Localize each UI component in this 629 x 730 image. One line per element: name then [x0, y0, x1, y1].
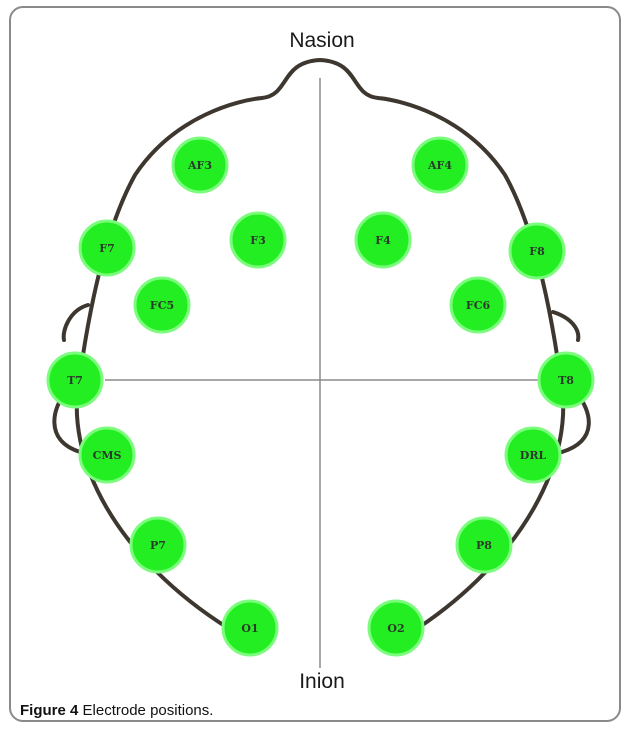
svg-text:DRL: DRL [520, 449, 547, 462]
electrode-p8: P8 [457, 518, 511, 572]
svg-text:P8: P8 [476, 539, 492, 552]
svg-text:P7: P7 [150, 539, 166, 552]
svg-text:F3: F3 [250, 234, 265, 247]
figure-number: Figure 4 [20, 702, 78, 719]
svg-text:AF3: AF3 [187, 159, 212, 172]
svg-text:O2: O2 [387, 622, 404, 635]
electrode-fc6: FC6 [451, 278, 505, 332]
figure-caption: Figure 4 Electrode positions. [20, 702, 213, 719]
svg-text:T7: T7 [67, 374, 83, 387]
nasion-label: Nasion [289, 29, 354, 52]
electrode-t7: T7 [48, 353, 102, 407]
electrode-f3: F3 [231, 213, 285, 267]
electrode-drl: DRL [506, 428, 560, 482]
electrode-af3: AF3 [173, 138, 227, 192]
svg-text:O1: O1 [241, 622, 258, 635]
electrode-diagram: Nasion Inion AF3 AF4 F7 F3 F4 F8 FC5 [0, 0, 629, 700]
electrode-p7: P7 [131, 518, 185, 572]
electrode-o1: O1 [223, 601, 277, 655]
caption-text: Electrode positions. [83, 702, 214, 719]
electrode-f7: F7 [80, 221, 134, 275]
electrode-cms: CMS [80, 428, 134, 482]
svg-text:FC6: FC6 [466, 299, 491, 312]
inion-label: Inion [299, 670, 345, 693]
svg-text:F4: F4 [375, 234, 391, 247]
electrode-af4: AF4 [413, 138, 467, 192]
svg-text:F7: F7 [99, 242, 114, 255]
svg-text:F8: F8 [529, 245, 545, 258]
electrode-o2: O2 [369, 601, 423, 655]
svg-text:FC5: FC5 [150, 299, 174, 312]
electrode-f4: F4 [356, 213, 410, 267]
svg-text:CMS: CMS [93, 449, 122, 462]
electrode-f8: F8 [510, 224, 564, 278]
svg-text:T8: T8 [558, 374, 574, 387]
svg-text:AF4: AF4 [427, 159, 452, 172]
electrode-fc5: FC5 [135, 278, 189, 332]
electrode-t8: T8 [539, 353, 593, 407]
